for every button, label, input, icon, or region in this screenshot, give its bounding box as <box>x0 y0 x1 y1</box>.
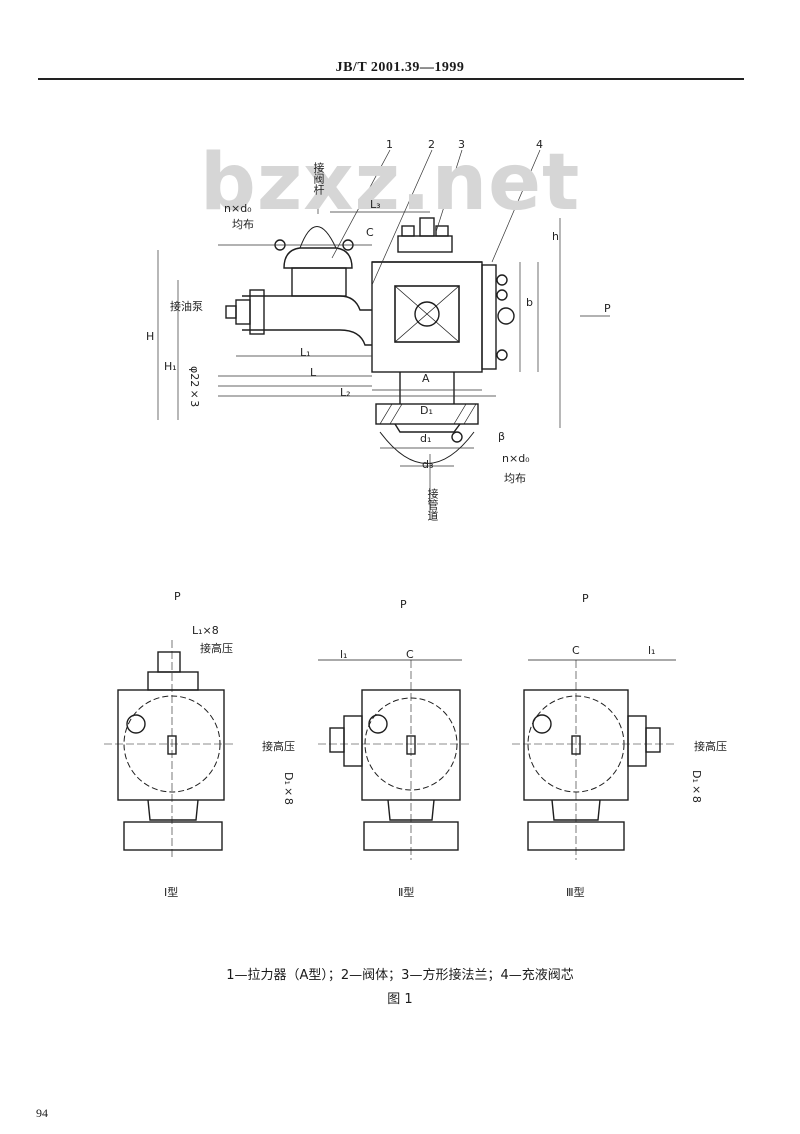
dim-d1-lower: d₁ <box>420 432 432 445</box>
view1-label: P <box>174 590 181 603</box>
dim-l2: L₂ <box>340 386 351 399</box>
dim-d1-upper: D₁ <box>420 404 433 417</box>
label-even-top: 均布 <box>232 218 254 231</box>
dim-l: L <box>310 366 317 379</box>
part-number-4: 4 <box>536 138 543 151</box>
view2-type: Ⅱ型 <box>398 886 415 899</box>
square-flange <box>394 285 460 343</box>
dim-b: b <box>526 296 533 309</box>
figure-caption: 图 1 <box>387 992 413 1007</box>
watermark: bzxz.net <box>200 138 581 228</box>
view1-conn: 接高压 <box>200 642 233 655</box>
page-number: 94 <box>36 1106 48 1120</box>
dim-beta: β <box>498 430 506 443</box>
dim-l1: L₁ <box>300 346 311 359</box>
view3-label: P <box>582 592 589 605</box>
label-even-bottom: 均布 <box>504 472 526 485</box>
dim-c-side: C <box>366 226 374 239</box>
view3-dim-c: C <box>572 644 580 657</box>
view1-dim: L₁×8 <box>192 624 219 637</box>
view1-type: Ⅰ型 <box>164 886 179 899</box>
view2-label: P <box>400 598 407 611</box>
standard-header: JB/T 2001.39—1999 <box>335 60 465 75</box>
dim-h: H <box>146 330 155 343</box>
view-type-1 <box>104 640 236 860</box>
figure-legend: 1—拉力器（A型）；2—阀体；3—方形接法兰；4—充液阀芯 <box>226 968 574 983</box>
view-type-3 <box>512 659 676 860</box>
label-oil-size: φ22×3 <box>188 366 201 408</box>
view2-conn: 接高压 <box>262 740 295 753</box>
view2-dim-c: C <box>406 648 414 661</box>
dim-l3: L₃ <box>370 198 381 211</box>
part-number-3: 3 <box>458 138 465 151</box>
dim-d3: d₃ <box>422 458 434 471</box>
view3-dim-l: l₁ <box>648 644 656 657</box>
label-n-d0-top: n×d₀ <box>224 202 252 215</box>
view-type-2 <box>318 659 472 860</box>
label-oil-inlet: 接油泵 <box>170 300 203 313</box>
label-n-d0-bottom: n×d₀ <box>502 452 530 465</box>
view3-type: Ⅲ型 <box>566 886 585 899</box>
view2-dim-side: D₁×8 <box>282 772 295 805</box>
header-rule <box>38 78 744 80</box>
view3-dim-side: D₁×8 <box>690 770 703 803</box>
view-p-arrow: P <box>604 302 611 315</box>
part-number-1: 1 <box>386 138 393 151</box>
dim-a: A <box>422 372 430 385</box>
dim-h1: H₁ <box>164 360 177 373</box>
valve-body <box>371 261 483 373</box>
view3-conn: 接高压 <box>694 740 727 753</box>
part-number-2: 2 <box>428 138 435 151</box>
view2-dim-l: l₁ <box>340 648 348 661</box>
dim-h-small: h <box>552 230 559 243</box>
label-inlet-top: 接阀杆 <box>312 162 325 195</box>
label-bottom-conn: 接管道 <box>426 488 439 521</box>
